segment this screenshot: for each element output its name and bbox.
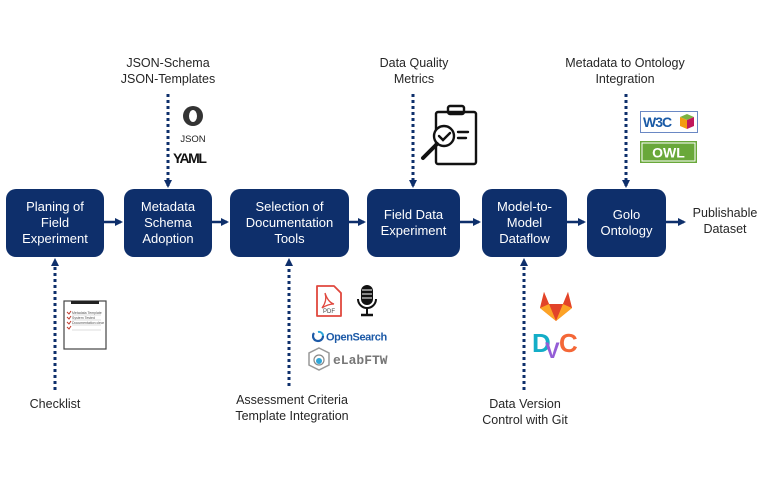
- step-label-line: Metadata: [140, 199, 196, 214]
- owl-text: OWL: [652, 145, 685, 161]
- yaml-text: YAML: [173, 150, 207, 166]
- label-line: Control with Git: [482, 413, 568, 427]
- step-label-line: Adoption: [142, 231, 194, 246]
- label-line: JSON-Schema: [126, 56, 210, 70]
- gitlab-logo: [538, 290, 574, 322]
- step-label-line: Schema: [144, 215, 192, 230]
- step-label-line: Experiment: [22, 231, 88, 246]
- step-label-line: Dataflow: [499, 231, 550, 246]
- label-line: Metadata to Ontology: [565, 56, 685, 70]
- step-label-line: Model: [506, 215, 543, 230]
- label-line: Data Quality: [379, 56, 449, 70]
- step-label-line: Planing of: [26, 199, 84, 214]
- step-label-line: Field: [40, 215, 70, 230]
- pdf-text: PDF: [323, 309, 335, 315]
- opensearch-text: OpenSearch: [326, 332, 387, 344]
- checklist-icon: Metadata Template System Tested Document…: [63, 300, 107, 350]
- label-line: Data Version: [489, 397, 561, 411]
- step-label-line: Ontology: [600, 223, 653, 238]
- input-label-data-quality: Data Quality Metrics: [360, 55, 468, 87]
- json-icon: JSON: [175, 104, 211, 145]
- step-label-line: Golo: [612, 207, 641, 222]
- checklist-line: System Tested: [72, 316, 95, 320]
- dvc-d: D: [532, 328, 551, 358]
- step-label-line: Model-to-: [497, 199, 552, 214]
- checklist-line: Metadata Template: [72, 311, 102, 315]
- w3c-text: W3C: [643, 114, 672, 130]
- input-label-assessment: Assessment Criteria Template Integration: [222, 392, 362, 424]
- dvc-v: V: [545, 338, 560, 359]
- label-line: Integration: [595, 72, 655, 86]
- label-line: Checklist: [29, 397, 81, 411]
- step-label-line: Documentation: [245, 215, 334, 230]
- owl-logo: OWL: [640, 141, 697, 163]
- label-line: Metrics: [393, 72, 435, 86]
- output-line: Dataset: [703, 222, 747, 236]
- step-label-line: Selection of: [255, 199, 324, 214]
- step-label-line: Experiment: [380, 223, 447, 238]
- dvc-c: C: [559, 328, 578, 358]
- input-label-ontology-integration: Metadata to Ontology Integration: [550, 55, 700, 87]
- pdf-icon: PDF: [315, 284, 343, 318]
- input-label-version-control: Data Version Control with Git: [470, 396, 580, 428]
- label-line: Assessment Criteria: [236, 393, 348, 407]
- checklist-line: Documentation clear: [72, 321, 105, 325]
- clipboard-magnifier-icon: [418, 104, 482, 166]
- dvc-logo: D V C: [532, 327, 580, 363]
- step-label-line: Tools: [274, 231, 305, 246]
- input-label-json-schema: JSON-Schema JSON-Templates: [108, 55, 228, 87]
- input-label-checklist: Checklist: [15, 396, 95, 412]
- step-label-line: Field Data: [383, 207, 444, 222]
- elabftw-text: eLabFTW: [333, 353, 388, 368]
- label-line: JSON-Templates: [120, 72, 216, 86]
- json-text: JSON: [180, 134, 205, 144]
- label-line: Template Integration: [235, 409, 349, 423]
- output-line: Publishable: [692, 206, 758, 220]
- elabftw-logo: eLabFTW: [308, 347, 392, 371]
- microphone-icon: [355, 284, 379, 318]
- output-label: Publishable Dataset: [682, 205, 768, 237]
- opensearch-logo: OpenSearch: [311, 329, 388, 344]
- yaml-icon: YAML: [173, 149, 213, 167]
- w3c-logo: W3C: [640, 111, 698, 133]
